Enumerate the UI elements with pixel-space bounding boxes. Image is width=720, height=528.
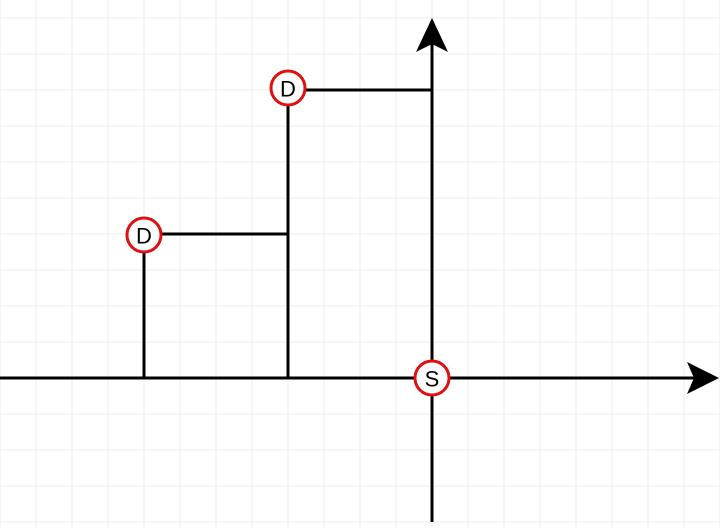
node-destination-upper: D [269,69,307,107]
node-source: S [413,359,451,397]
destination-upper-node-circle [269,69,307,107]
source-node-circle [413,359,451,397]
destination-upper-node-label: D [280,77,296,102]
source-node-label: S [425,367,440,392]
connectors [142,88,432,378]
destination-lower-node-label: D [136,224,152,249]
node-destination-lower: D [125,216,163,254]
axes [0,18,719,522]
destination-lower-node-circle [125,216,163,254]
x-axis-arrowhead [687,362,719,394]
y-axis-arrowhead [416,18,448,52]
